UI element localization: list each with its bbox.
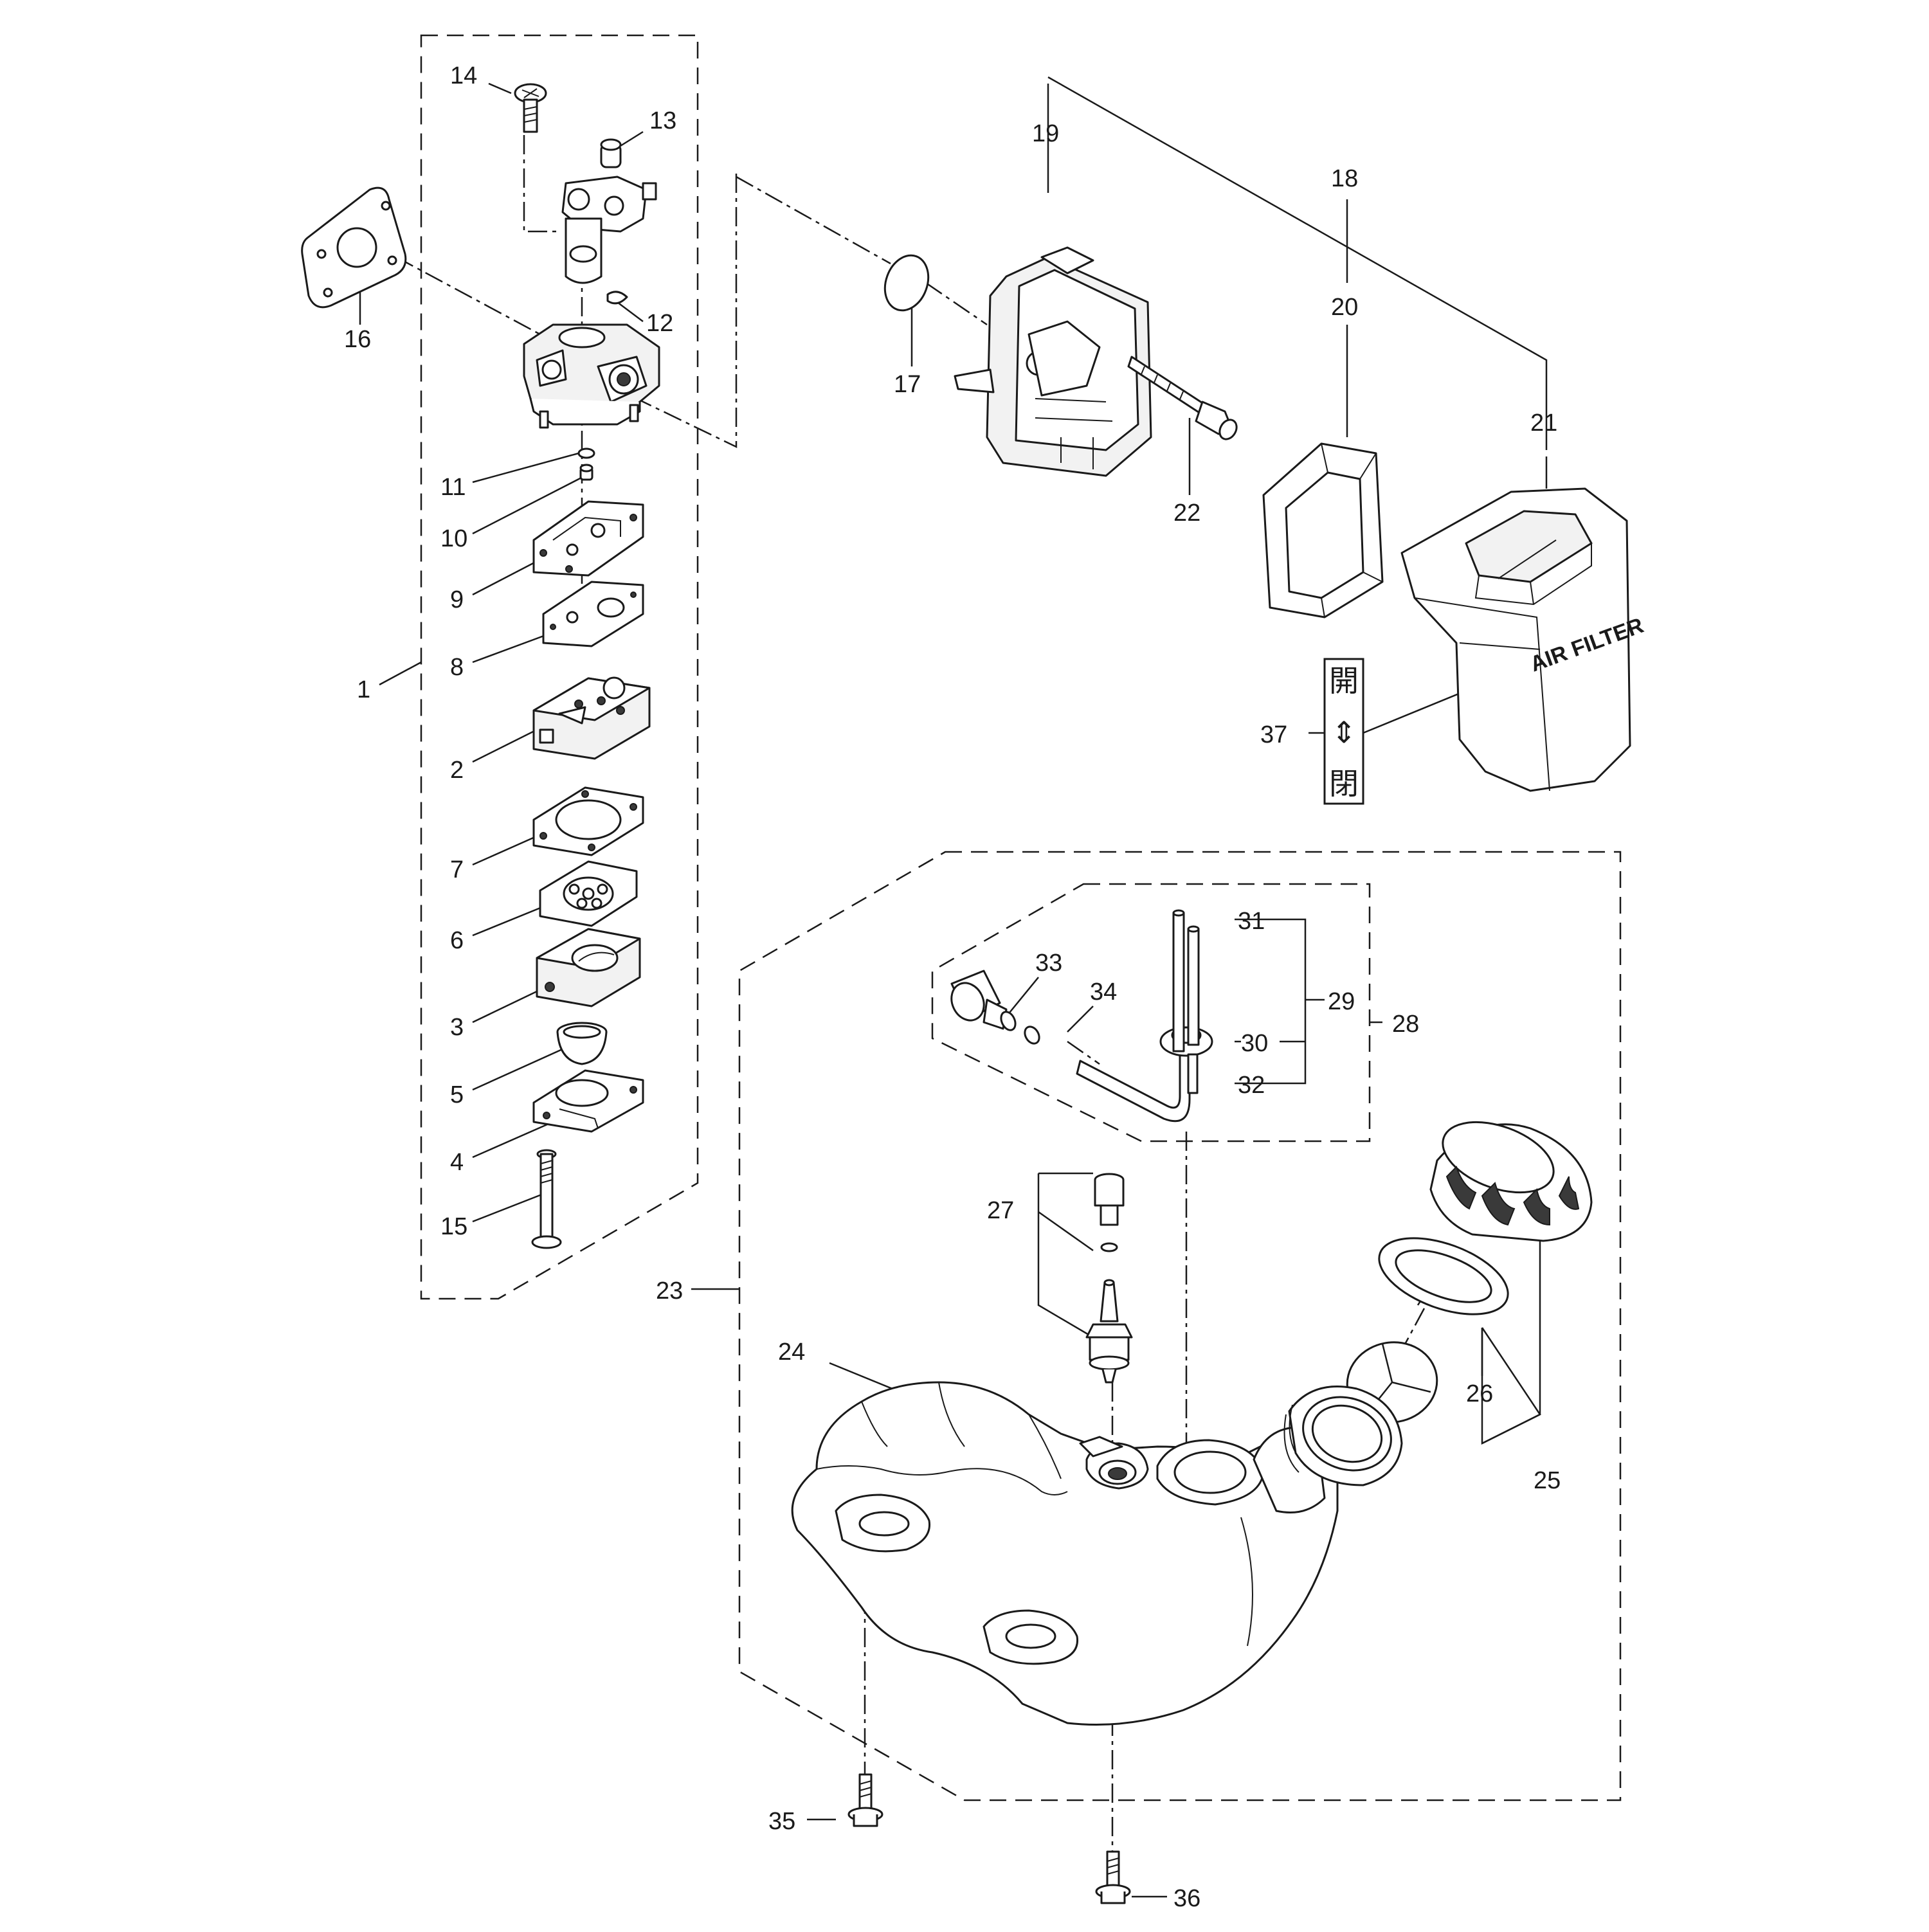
callout-9: 9 [450,586,464,613]
diaphragm-6-icon [539,860,638,927]
callout-30: 30 [1241,1030,1268,1057]
callout-34: 34 [1090,979,1117,1006]
callout-10: 10 [440,525,467,552]
primer-bulb-5-icon [556,1022,608,1065]
long-screw-15-icon [531,1149,562,1249]
callout-13: 13 [649,107,676,134]
decal-close-text: 閉 [1329,766,1359,801]
callout-33: 33 [1035,950,1062,977]
carburetor-group-box [420,34,699,1300]
plate-9-icon [532,500,644,577]
filter-element-20-icon [1262,442,1384,618]
callout-11: 11 [440,474,466,501]
fuel-filter-33-icon [950,970,1017,1031]
fuel-line-group-box [931,883,1371,1142]
double-arrow-icon: ⇕ [1332,715,1357,750]
callout-20: 20 [1331,294,1358,321]
screw-35-icon [847,1773,883,1827]
carburetor-body-icon [523,323,660,429]
callout-2: 2 [450,757,464,784]
air-filter-cover-21-icon [1400,487,1631,792]
retainer-plate-4-icon [532,1069,644,1133]
callout-18: 18 [1331,165,1358,192]
gasket-8-icon [542,581,644,647]
pipe-32-icon [1187,1053,1199,1094]
adjust-screw-13-icon [600,138,622,168]
fuel-tank-24-icon [791,1381,1403,1726]
callout-3: 3 [450,1014,464,1041]
callout-19: 19 [1032,120,1059,147]
plug-10-icon [579,464,593,481]
callout-6: 6 [450,927,464,954]
fuel-line-hose-icon [1076,1053,1191,1123]
callout-21: 21 [1530,410,1557,437]
callout-17: 17 [894,371,921,398]
callout-8: 8 [450,654,464,681]
vent-valve-27-icon [1085,1279,1133,1384]
bolt-22-icon [1127,356,1238,440]
grommet-30-icon [1159,1026,1213,1057]
cap-gasket-26-icon [1378,1237,1509,1315]
callout-35: 35 [768,1808,795,1835]
callout-23: 23 [656,1277,683,1305]
callout-7: 7 [450,856,464,883]
clip-12-icon [606,291,628,305]
fuel-tank-group-box [738,851,1622,1801]
callout-16: 16 [344,326,371,353]
fuel-cap-25-icon [1429,1121,1593,1242]
part-number-callouts: 1 2 3 4 5 6 7 8 9 10 11 12 13 14 15 16 1… [344,62,1561,1912]
callout-24: 24 [778,1339,805,1366]
open-close-decal-37: 開 ⇕ 閉 [1323,658,1364,805]
cover-3-icon [536,928,641,1007]
callout-28: 28 [1392,1011,1419,1038]
callout-26: 26 [1466,1380,1493,1407]
screw-14-icon [514,83,547,133]
callout-15: 15 [440,1213,467,1240]
vent-cap-27-icon [1094,1173,1125,1252]
decal-open-text: 開 [1329,664,1359,698]
callout-31: 31 [1238,908,1265,935]
callout-4: 4 [450,1149,464,1176]
filter-base-19-icon [954,246,1152,477]
callout-29: 29 [1328,988,1355,1015]
clip-34-icon [1024,1025,1040,1045]
throttle-shaft-assembly-icon [561,176,657,284]
screw-36-icon [1095,1850,1131,1904]
breather-pipe-31-icon [1172,909,1200,1052]
callout-25: 25 [1534,1467,1561,1494]
pump-body-2-icon [532,676,651,760]
callout-14: 14 [450,62,477,89]
callout-37: 37 [1260,721,1287,748]
callout-32: 32 [1238,1072,1265,1099]
bracket-19-21 [1047,76,1548,450]
callout-36: 36 [1173,1885,1200,1912]
o-ring-11-icon [577,447,595,459]
gasket-16-icon [301,186,407,309]
callout-1: 1 [357,676,370,703]
callout-12: 12 [646,310,673,337]
callout-22: 22 [1173,500,1200,527]
gasket-7-icon [532,786,644,856]
callout-27: 27 [987,1197,1014,1224]
axis-carb-to-filter [636,174,738,448]
o-ring-17-icon [883,254,930,312]
callout-5: 5 [450,1081,464,1108]
